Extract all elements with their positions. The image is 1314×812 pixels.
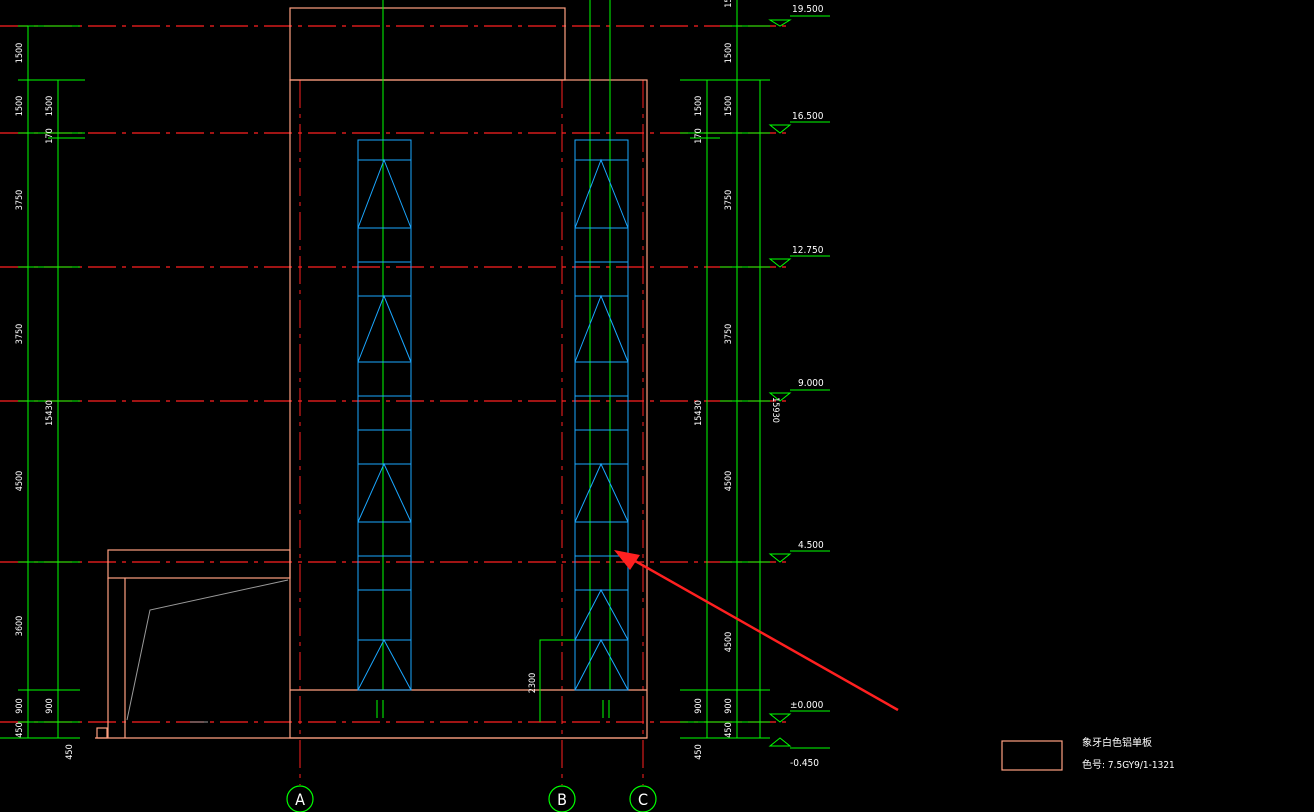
level-markers (768, 15, 830, 749)
window-center-lines (376, 0, 611, 722)
right-dim-2: 1500 (724, 96, 734, 117)
level-lines (0, 25, 790, 723)
left-dim-2: 1500 (15, 96, 25, 117)
window-strip-right (574, 139, 629, 691)
level-label-16500: 16.500 (792, 111, 824, 122)
left-inner-dim-1: 1500 (45, 96, 55, 117)
axis-bubble-c: C (629, 785, 657, 812)
right-dim-4: 3750 (724, 324, 734, 345)
axis-bubble-b: B (548, 785, 576, 812)
right-dim-6: 4500 (724, 632, 734, 653)
canopy (107, 549, 291, 579)
left-dimension-chains (0, 25, 85, 739)
axis-bubble-a: A (286, 785, 314, 812)
right-inner-dim-3: 15430 (694, 400, 704, 426)
level-label-minus0450: -0.450 (790, 758, 819, 769)
left-dim-1: 1500 (15, 43, 25, 64)
level-label-4500: 4.500 (798, 540, 824, 551)
left-inner-dim-4: 900 (45, 698, 55, 713)
right-dim-3: 3750 (724, 190, 734, 211)
right-inner-dim-4: 900 (694, 698, 704, 713)
door-height-dim: 2300 (528, 673, 538, 694)
left-dim-5: 4500 (15, 471, 25, 492)
left-dim-3: 3750 (15, 190, 25, 211)
legend-swatch (1001, 740, 1063, 771)
right-dim-7: 900 (724, 698, 734, 713)
level-label-19500: 19.500 (792, 4, 824, 15)
canopy-slope (126, 579, 289, 723)
level-label-9000: 9.000 (798, 378, 824, 389)
level-label-0000: ±0.000 (790, 700, 824, 711)
left-inner-dim-3: 15430 (45, 400, 55, 426)
right-dimension-chains (680, 0, 770, 739)
window-strips (357, 139, 629, 691)
window-strip-left (357, 139, 412, 691)
axis-label-c: C (638, 790, 648, 809)
right-inner-dim-2: 170 (694, 128, 704, 143)
axis-label-a: A (295, 790, 305, 809)
right-dim-8: 450 (724, 722, 734, 737)
legend-material-name: 象牙白色铝单板 (1082, 736, 1152, 749)
left-base-dim: 450 (65, 744, 75, 759)
left-dim-7: 900 (15, 698, 25, 713)
right-base-dim: 450 (694, 744, 704, 759)
left-dim-4: 3750 (15, 324, 25, 345)
level-label-12750: 12.750 (792, 245, 824, 256)
annotation-arrow (614, 550, 899, 712)
roof-parapet (289, 7, 566, 81)
left-dim-6: 3600 (15, 616, 25, 637)
axis-lines (299, 80, 644, 785)
right-inner-dim-1: 1500 (694, 96, 704, 117)
building-outline (95, 7, 648, 739)
left-inner-dim-2: 170 (45, 128, 55, 143)
right-top-stub-dim: 150 (724, 0, 734, 8)
legend-color-code: 色号: 7.5GY9/1-1321 (1082, 758, 1175, 771)
axis-label-b: B (557, 790, 567, 809)
right-total-dim: 15930 (770, 397, 780, 423)
left-dim-8: 450 (15, 722, 25, 737)
right-dim-5: 4500 (724, 471, 734, 492)
right-dim-1: 1500 (724, 43, 734, 64)
